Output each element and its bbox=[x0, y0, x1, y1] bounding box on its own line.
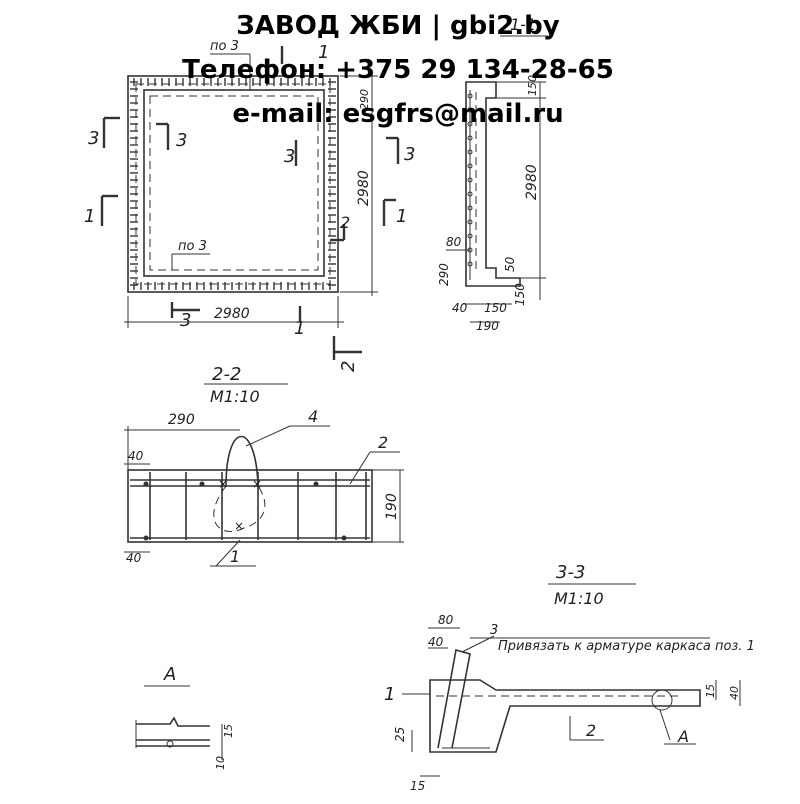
cut-mark-1-top: 1 bbox=[280, 42, 329, 64]
s22-loop-dashed bbox=[213, 485, 266, 532]
s33-dim-15: 15 bbox=[410, 779, 425, 793]
s22-dim-190: 190 bbox=[384, 493, 400, 520]
detail-a: А 15 10 bbox=[135, 664, 235, 770]
cut-3-bottom-label: 3 bbox=[180, 310, 191, 331]
pos3-label-top: по 3 bbox=[210, 39, 239, 54]
cut-3-right-label: 3 bbox=[404, 144, 415, 165]
s22-dim-290: 290 bbox=[168, 412, 195, 428]
s33-leader-2: 2 bbox=[586, 721, 596, 740]
s22-leader-1: 1 bbox=[230, 547, 240, 566]
s33-leader-3: 3 bbox=[490, 623, 498, 638]
cut-3-inner-label: 3 bbox=[176, 130, 187, 151]
svg-text:×: × bbox=[252, 477, 262, 491]
s22-panel bbox=[127, 469, 373, 543]
s22-lifting-loop bbox=[225, 435, 259, 487]
plan-inner-frame bbox=[143, 89, 325, 277]
cut-1-top-label: 1 bbox=[318, 42, 329, 63]
s33-profile bbox=[429, 679, 701, 753]
section-3-3: 3-3 М1:10 Привязать к арматуре каркаса п… bbox=[384, 562, 755, 793]
section-3-3-scale: М1:10 bbox=[554, 589, 604, 608]
plan-dim-height: 2980 bbox=[356, 170, 372, 206]
cut-2-label: 2 bbox=[338, 361, 359, 372]
s11-dim-50: 50 bbox=[503, 256, 517, 272]
section-1-1-title: 1-1 bbox=[510, 15, 536, 34]
s33-dim-25: 25 bbox=[393, 727, 407, 742]
s33-note: Привязать к арматуре каркаса поз. 1 bbox=[498, 639, 755, 654]
detail-a-dim-10: 10 bbox=[214, 756, 227, 770]
section-1-1-bars bbox=[467, 93, 473, 267]
plan-dim-width: 2980 bbox=[214, 306, 250, 322]
section-1-1: 1-1 150 2980 50 150 80 290 40 150 190 bbox=[437, 15, 548, 333]
s11-dim-height: 2980 bbox=[524, 164, 540, 200]
watermark-line-2: Телефон: +375 29 134-28-65 bbox=[182, 55, 614, 85]
section-2-2: 2-2 М1:10 × × × 290 40 190 40 4 bbox=[124, 364, 404, 567]
s22-dim-40-top: 40 bbox=[128, 449, 144, 463]
cut-mark-3-bottom: 3 bbox=[170, 302, 200, 331]
s33-leader-1: 1 bbox=[384, 684, 395, 705]
cut-mark-1-left: 1 bbox=[84, 194, 118, 227]
svg-text:×: × bbox=[218, 477, 228, 491]
watermark-line-3: e-mail: esgfrs@mail.ru bbox=[232, 99, 563, 129]
section-3-3-title: 3-3 bbox=[556, 562, 585, 583]
cut-mark-3-mid: 3 bbox=[284, 140, 298, 167]
plan-dim-corner: 290 bbox=[358, 89, 371, 110]
s33-loop bbox=[437, 648, 471, 749]
s33-dim-80: 80 bbox=[438, 613, 454, 627]
s33-leader-A: А bbox=[677, 727, 689, 746]
s11-dim-150b: 150 bbox=[484, 301, 507, 315]
s11-dim-top: 150 bbox=[526, 75, 539, 96]
plan-reinforcement-dashed bbox=[135, 83, 331, 285]
detail-a-dim-15: 15 bbox=[222, 724, 235, 738]
s11-dim-190: 190 bbox=[476, 319, 499, 333]
s11-dim-40: 40 bbox=[452, 301, 468, 315]
cut-3-left-label: 3 bbox=[88, 128, 99, 149]
cut-3-mid-label: 3 bbox=[284, 146, 295, 167]
cut-mark-3-right: 3 bbox=[386, 136, 415, 165]
s33-dim-15b: 15 bbox=[704, 684, 717, 698]
pos3-label-inner: по 3 bbox=[178, 239, 207, 254]
s11-dim-80: 80 bbox=[446, 235, 462, 249]
cut-mark-1-bottom: 1 bbox=[294, 306, 305, 339]
section-2-2-scale: М1:10 bbox=[210, 387, 260, 406]
s22-leader-4: 4 bbox=[308, 407, 318, 426]
section-2-2-title: 2-2 bbox=[212, 364, 241, 385]
watermark: ЗАВОД ЖБИ | gbi2.by Телефон: +375 29 134… bbox=[182, 11, 614, 129]
cut-mark-3-left: 3 bbox=[88, 116, 120, 149]
s22-bar-dots bbox=[143, 481, 347, 541]
cut-mark-3-inner: 3 bbox=[156, 122, 187, 151]
s22-cross-mark: × bbox=[234, 519, 244, 533]
cut-mark-2-side: 2 bbox=[330, 213, 350, 242]
cut-mark-1-right: 1 bbox=[382, 198, 407, 227]
s33-detail-circle bbox=[651, 689, 673, 711]
detail-a-title: А bbox=[163, 664, 176, 685]
cut-1-bottom-label: 1 bbox=[294, 318, 305, 339]
cut-1-right-label: 1 bbox=[396, 206, 407, 227]
section-1-1-profile bbox=[465, 81, 521, 287]
s11-dim-150: 150 bbox=[513, 283, 527, 306]
s33-dim-40b: 40 bbox=[728, 686, 741, 700]
plan-outer-frame bbox=[127, 75, 339, 293]
cut-2-side-label: 2 bbox=[340, 213, 350, 232]
s11-dim-290: 290 bbox=[437, 263, 451, 286]
plan-reinforcement-dashed-inner bbox=[149, 95, 319, 271]
detail-a-top-line bbox=[136, 716, 210, 727]
s22-leader-2: 2 bbox=[378, 433, 388, 452]
plan-view: 3 3 3 3 1 1 1 bbox=[84, 39, 415, 372]
s33-dim-40: 40 bbox=[428, 635, 444, 649]
s22-dim-40-bottom: 40 bbox=[126, 551, 142, 565]
cut-1-left-label: 1 bbox=[84, 206, 95, 227]
plan-frame-hatching bbox=[130, 78, 336, 290]
detail-a-bar bbox=[166, 740, 174, 748]
watermark-line-1: ЗАВОД ЖБИ | gbi2.by bbox=[236, 11, 559, 41]
cut-mark-2: 2 bbox=[332, 336, 362, 372]
